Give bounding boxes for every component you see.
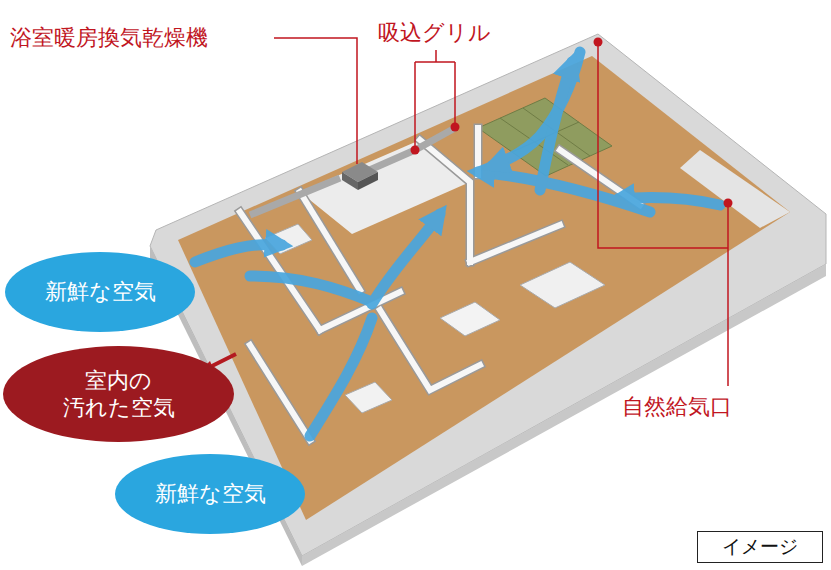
bed	[345, 382, 392, 413]
wood-floor	[178, 56, 790, 520]
node-text: イメージ	[722, 535, 798, 559]
node-text: 室内の 汚れた空気	[42, 367, 196, 422]
air-inlet-label: 自然給気口	[622, 394, 732, 420]
unit-label: 浴室暖房換気乾燥機	[10, 25, 208, 51]
grille-label: 吸込グリル	[378, 20, 491, 46]
ventilation-unit	[342, 172, 358, 190]
node-text: 新鮮な空気	[45, 278, 156, 306]
image-note-box: イメージ	[697, 531, 823, 563]
walls	[240, 128, 640, 440]
leader-lines	[274, 38, 728, 386]
airflow-arrows	[195, 52, 720, 436]
fresh-air-oval: 新鮮な空気	[5, 252, 195, 332]
kitchen-counter	[440, 302, 500, 336]
balcony	[680, 150, 790, 228]
dining-table	[520, 262, 605, 308]
duct	[250, 128, 455, 215]
node-text: 新鮮な空気	[155, 480, 266, 508]
ventilation-unit	[358, 172, 378, 190]
fresh-air-oval: 新鮮な空気	[115, 454, 305, 534]
marker-dots	[411, 38, 733, 208]
walls-shadow	[240, 128, 640, 440]
exhaust-air-oval: 室内の 汚れた空気	[3, 346, 234, 442]
